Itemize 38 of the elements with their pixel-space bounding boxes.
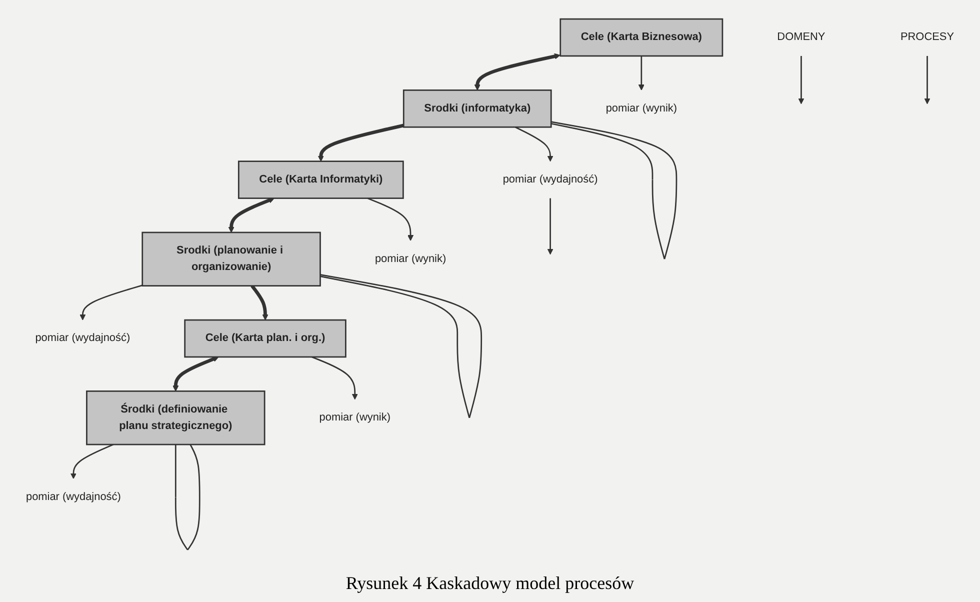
text-label: pomiar (wynik) xyxy=(606,102,677,114)
text-label: pomiar (wydajność) xyxy=(26,491,121,503)
text-label: pomiar (wynik) xyxy=(319,412,390,424)
text-label: PROCESY xyxy=(900,31,954,43)
double-arrow xyxy=(228,198,274,233)
arrow xyxy=(514,126,554,162)
arrow xyxy=(924,56,930,104)
text-label: DOMENY xyxy=(777,31,826,43)
loop-line xyxy=(652,180,666,260)
loop-line xyxy=(174,444,176,498)
text-label: pomiar (wynik) xyxy=(374,252,446,265)
process-box: Srodki (informatyka) xyxy=(402,89,552,128)
loop-line xyxy=(456,338,470,418)
text-label: pomiar (wydajność) xyxy=(502,174,598,186)
loop-line xyxy=(551,121,678,260)
arrow xyxy=(80,284,143,320)
double-arrow xyxy=(172,356,219,392)
loop-line xyxy=(320,274,482,418)
arrow xyxy=(312,356,358,400)
process-box: Cele (Karta plan. i org.) xyxy=(184,319,346,358)
process-box: Cele (Karta Biznesowa) xyxy=(560,18,724,57)
double-arrow xyxy=(474,53,560,90)
text-label: pomiar (wydajność) xyxy=(35,332,130,344)
arrow xyxy=(250,284,268,320)
arrow xyxy=(547,198,554,255)
figure-caption: Rysunek 4 Kaskadowy model procesów xyxy=(346,573,634,594)
arrow xyxy=(318,124,404,162)
process-box: Cele (Karta Informatyki) xyxy=(238,160,404,199)
arrow xyxy=(367,198,414,241)
arrow xyxy=(798,56,804,104)
loop-line xyxy=(187,444,200,550)
loop-line xyxy=(550,122,654,180)
loop-line xyxy=(174,497,188,550)
loop-line xyxy=(320,276,458,338)
arrow xyxy=(70,444,114,479)
process-box: Środki (definiowanie planu strategicznego) xyxy=(86,390,266,446)
arrow xyxy=(638,56,644,90)
process-box: Srodki (planowanie i organizowanie) xyxy=(142,232,321,286)
